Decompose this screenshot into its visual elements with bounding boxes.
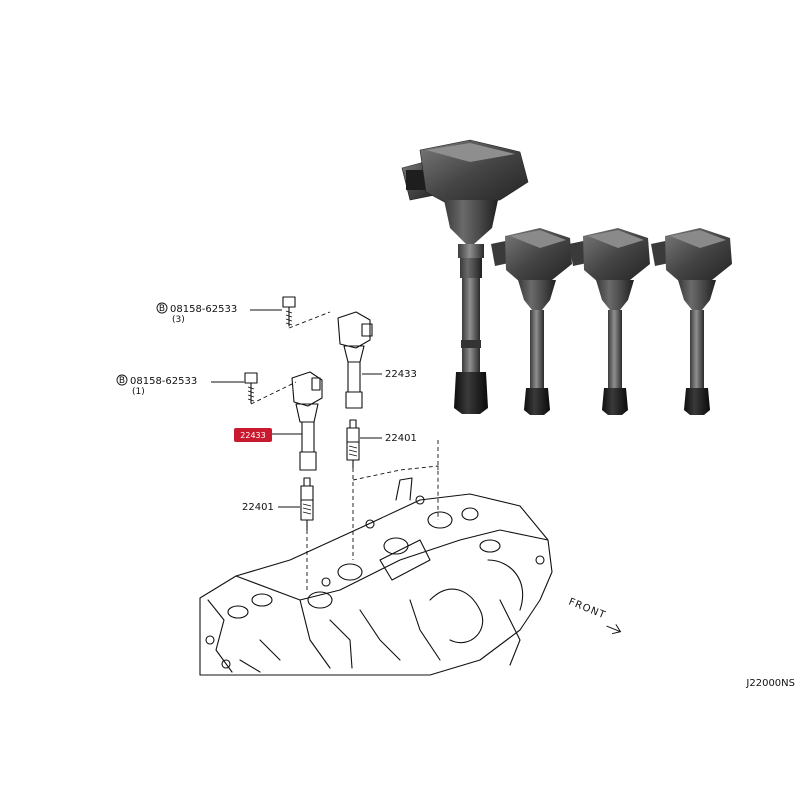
callout-bolt-lower: B 08158-62533 (1)	[116, 374, 197, 397]
front-arrow-icon	[606, 624, 622, 635]
callout-coil-right: 22433	[385, 369, 417, 380]
bolt-lower-drawing	[244, 372, 258, 404]
engine-head-drawing	[199, 477, 553, 676]
coil-photo-large	[401, 139, 529, 414]
callout-coil-highlight[interactable]: 22433	[234, 428, 272, 442]
drawing-id: J22000NS	[745, 678, 795, 689]
spark-plug-left-drawing	[300, 477, 314, 531]
callout-bolt-upper: B 08158-62533 (3)	[156, 302, 237, 325]
leader-lines	[211, 309, 382, 508]
front-label: FRONT	[567, 597, 607, 622]
spark-plug-right-drawing	[346, 419, 360, 469]
assembly-dashed-lines	[250, 311, 439, 590]
callout-coil-highlight-code: 22433	[240, 431, 265, 440]
callout-bolt-lower-code: 08158-62533	[130, 376, 197, 387]
callout-plug-right: 22401	[385, 433, 417, 444]
front-direction-indicator: FRONT	[567, 597, 622, 635]
callout-bolt-upper-qty: (3)	[172, 315, 185, 325]
callout-bolt-lower-prefix: B	[119, 376, 125, 386]
callout-bolt-upper-code: 08158-62533	[170, 304, 237, 315]
coil-photo-small-2	[569, 228, 650, 415]
coil-drawing-right	[337, 311, 373, 409]
coil-drawing-left	[291, 371, 323, 471]
bolt-upper-drawing	[282, 296, 296, 327]
coil-photo-group	[401, 139, 732, 415]
callout-plug-left: 22401	[242, 502, 274, 513]
coil-photo-small-1	[491, 228, 572, 415]
coil-photo-small-3	[651, 228, 732, 415]
callout-bolt-upper-prefix: B	[159, 304, 165, 314]
callout-bolt-lower-qty: (1)	[132, 387, 145, 397]
